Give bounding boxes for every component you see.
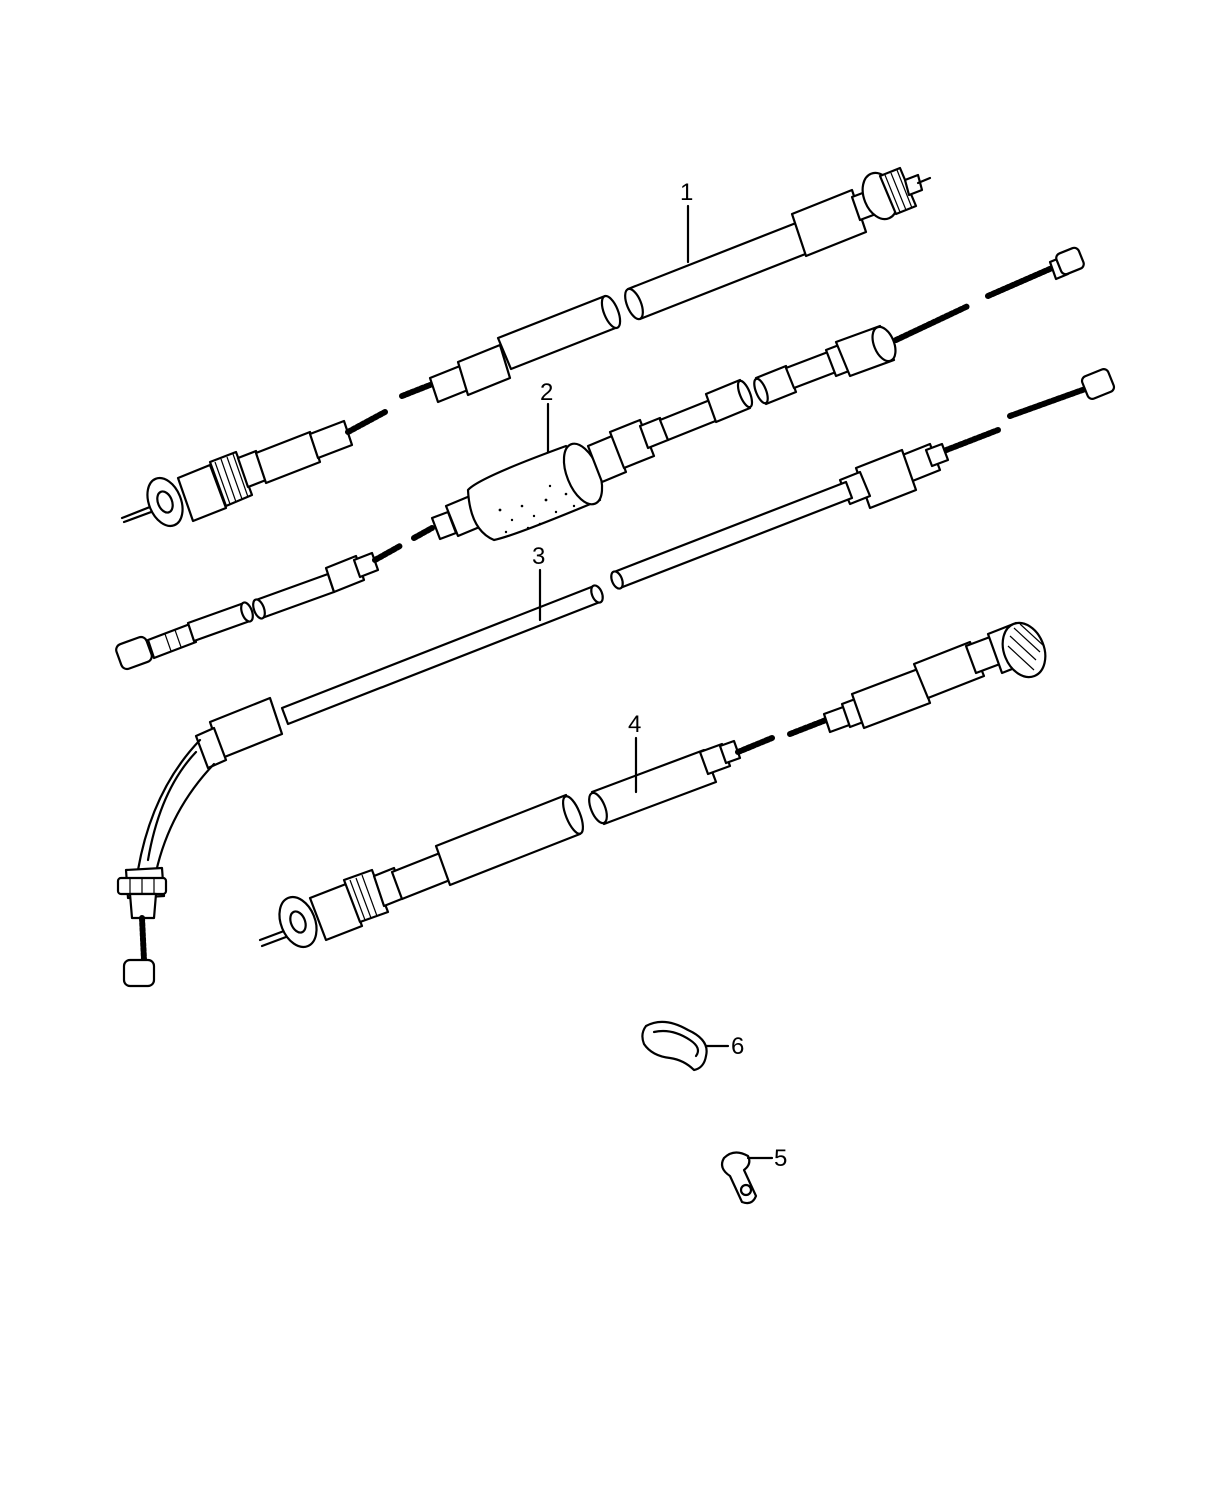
part-1-cable: 1 xyxy=(120,166,932,528)
callout-1-label: 1 xyxy=(680,179,693,206)
part-2-cable: 2 xyxy=(115,246,1085,671)
part-5-washer: 5 xyxy=(720,1145,787,1205)
damper-speckle xyxy=(498,484,576,534)
callout-5-label: 5 xyxy=(774,1145,787,1172)
callout-3-label: 3 xyxy=(532,543,545,570)
callout-2-label: 2 xyxy=(540,379,553,406)
part-6-clip: 6 xyxy=(641,1020,744,1072)
part-4-cable: 4 xyxy=(258,621,1047,949)
callout-6-label: 6 xyxy=(731,1033,744,1060)
part-3-cable: 3 xyxy=(116,368,1116,988)
callout-4-label: 4 xyxy=(628,711,641,738)
